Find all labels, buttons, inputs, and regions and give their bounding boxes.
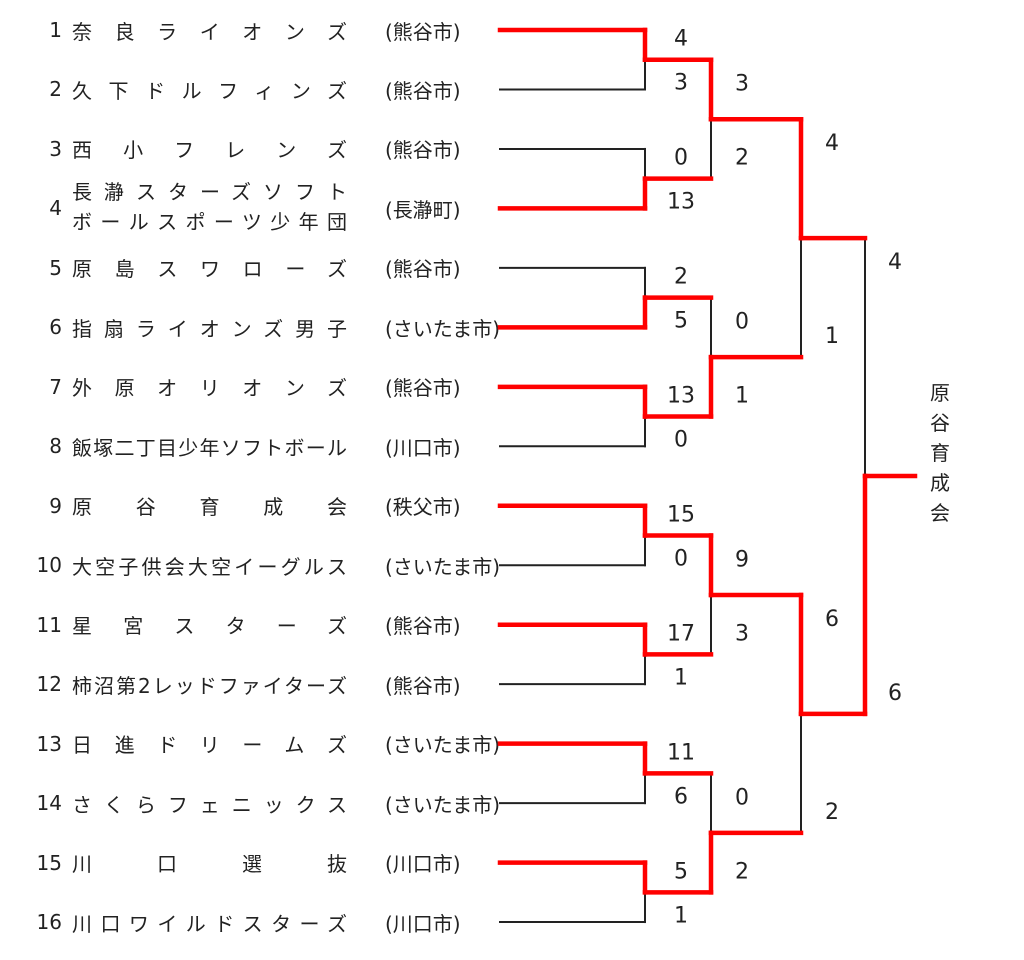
score-label: 6: [888, 681, 902, 706]
team-row: 5 原島スワローズ (熊谷市): [0, 248, 460, 288]
score-label: 0: [735, 310, 749, 335]
team-name: 柿沼第2レッドファイターズ: [72, 673, 347, 698]
team-number: 6: [49, 315, 62, 340]
team-city: (さいたま市): [385, 554, 501, 579]
score-label: 2: [674, 265, 688, 290]
score-label: 1: [674, 903, 688, 928]
team-city: (川口市): [385, 911, 461, 936]
team-name: 指扇ライオンズ男子: [72, 316, 347, 341]
score-label: 11: [667, 740, 695, 765]
team-city: (さいたま市): [385, 733, 501, 758]
team-number: 9: [49, 493, 62, 518]
team-city: (川口市): [385, 852, 461, 877]
score-label: 5: [674, 309, 688, 334]
team-number: 2: [49, 77, 62, 102]
team-name: 星宮スターズ: [72, 614, 347, 639]
score-label: 17: [667, 621, 695, 646]
team-row: 8 飯塚二丁目少年ソフトボール (川口市): [0, 426, 460, 466]
score-label: 9: [735, 547, 749, 572]
team-row: 11 星宮スターズ (熊谷市): [0, 605, 461, 645]
score-label: 4: [888, 250, 902, 275]
team-number: 8: [49, 434, 62, 459]
team-name: 川口選抜: [72, 852, 347, 877]
team-name: 久下ドルフィンズ: [72, 78, 347, 103]
score-label: 0: [735, 785, 749, 810]
score-label: 0: [674, 428, 688, 453]
team-number: 14: [36, 791, 62, 816]
team-row: 15 川口選抜 (川口市): [0, 843, 461, 883]
team-name: 西小フレンズ: [72, 138, 347, 163]
team-name: 川口ワイルドスターズ: [72, 911, 347, 936]
score-label: 1: [825, 324, 839, 349]
team-row: 14 さくらフェニックス (さいたま市): [0, 783, 500, 823]
team-city: (熊谷市): [385, 78, 461, 103]
score-label: 3: [674, 71, 688, 96]
score-label: 2: [735, 859, 749, 884]
team-row: 9 原谷育成会 (秩父市): [0, 486, 460, 526]
team-row: 10 大空子供会大空イーグルス (さいたま市): [0, 545, 500, 585]
score-label: 1: [735, 384, 749, 409]
team-name: 原島スワローズ: [72, 257, 347, 282]
team-number: 12: [36, 672, 62, 697]
team-name: 飯塚二丁目少年ソフトボール: [72, 435, 347, 460]
team-city: (熊谷市): [385, 257, 461, 282]
score-label: 13: [667, 384, 695, 409]
team-city: (熊谷市): [385, 376, 461, 401]
score-label: 6: [674, 784, 688, 809]
team-number: 7: [49, 374, 62, 399]
team-city: (長瀞町): [385, 197, 461, 222]
team-number: 3: [49, 136, 62, 161]
team-city: (熊谷市): [385, 614, 461, 639]
team-name: 奈良ライオンズ: [72, 19, 347, 44]
score-label: 13: [667, 190, 695, 215]
score-label: 0: [674, 146, 688, 171]
score-label: 5: [674, 859, 688, 884]
team-row: 1 奈良ライオンズ (熊谷市): [0, 10, 460, 50]
score-label: 2: [825, 800, 839, 825]
team-row: 16 川口ワイルドスターズ (川口市): [0, 902, 461, 942]
team-name: 大空子供会大空イーグルス: [72, 554, 347, 579]
team-city: (さいたま市): [385, 792, 501, 817]
score-label: 4: [674, 27, 688, 52]
team-row: 2 久下ドルフィンズ (熊谷市): [0, 69, 460, 109]
team-name: 外原オリオンズ: [72, 376, 347, 401]
team-number: 4: [49, 196, 62, 221]
team-name: 日進ドリームズ: [72, 733, 347, 758]
team-row: 3 西小フレンズ (熊谷市): [0, 129, 460, 169]
team-row: 6 指扇ライオンズ男子 (さいたま市): [0, 307, 500, 347]
team-name: 長瀞スターズソフトボールスポーツ少年団: [72, 180, 347, 235]
team-number: 5: [49, 255, 62, 280]
score-label: 3: [735, 72, 749, 97]
team-city: (熊谷市): [385, 138, 461, 163]
team-number: 1: [49, 18, 62, 42]
team-number: 13: [36, 731, 62, 756]
score-label: 6: [825, 607, 839, 632]
team-city: (熊谷市): [385, 673, 461, 698]
champion-label: 原谷育成会: [930, 381, 950, 525]
team-city: (秩父市): [385, 495, 461, 520]
team-row: 4 長瀞スターズソフトボールスポーツ少年団 (長瀞町): [0, 180, 460, 234]
score-label: 1: [674, 665, 688, 690]
score-label: 2: [735, 146, 749, 171]
team-row: 12 柿沼第2レッドファイターズ (熊谷市): [0, 664, 461, 704]
team-number: 11: [36, 612, 62, 637]
team-city: (川口市): [385, 435, 461, 460]
team-row: 7 外原オリオンズ (熊谷市): [0, 367, 460, 407]
score-label: 3: [735, 621, 749, 646]
team-number: 10: [36, 553, 62, 578]
team-city: (さいたま市): [385, 316, 501, 341]
team-city: (熊谷市): [385, 19, 461, 44]
team-number: 15: [36, 850, 62, 875]
team-number: 16: [36, 910, 62, 935]
team-row: 13 日進ドリームズ (さいたま市): [0, 724, 500, 764]
score-label: 0: [674, 546, 688, 571]
team-name: さくらフェニックス: [72, 792, 347, 817]
team-name: 原谷育成会: [72, 495, 347, 520]
score-label: 15: [667, 502, 695, 527]
score-label: 4: [825, 131, 839, 156]
